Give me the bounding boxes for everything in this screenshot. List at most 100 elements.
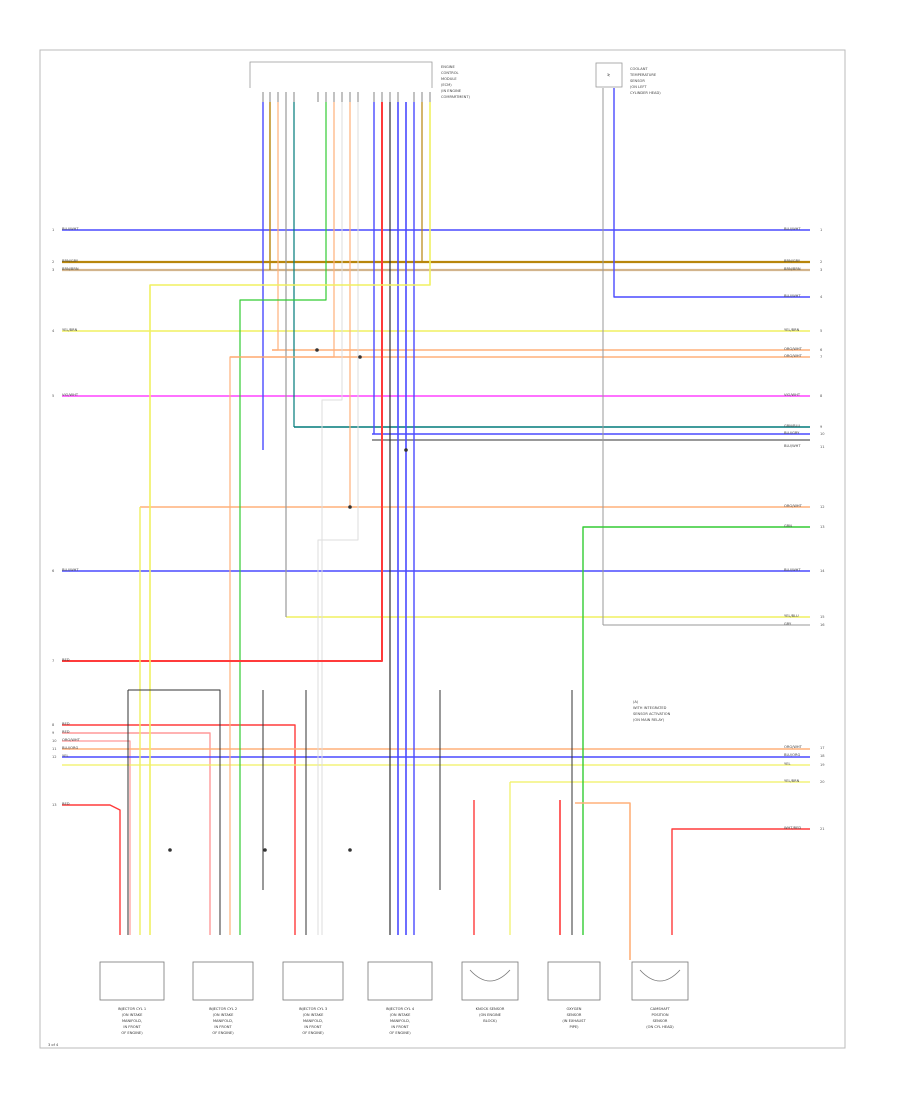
right-wire-number: 2: [820, 260, 822, 264]
component-label-line: OXYGEN: [567, 1007, 582, 1011]
component-label-line: OF ENGINE): [121, 1031, 143, 1035]
ecm-label-line: (IN ENGINE: [441, 89, 462, 93]
component-label-line: KNOCK SENSOR: [476, 1007, 505, 1011]
component-box: [99, 961, 165, 1001]
component-label-line: IN FRONT: [214, 1025, 232, 1029]
sensor-symbol: ≷: [607, 73, 610, 77]
component-label-line: BLOCK): [483, 1019, 497, 1023]
right-wire-number: 3: [820, 268, 822, 272]
right-wire-label: BLU/GRY: [784, 431, 800, 435]
right-wire-number: 13: [820, 525, 825, 529]
right-wire-number: 6: [820, 348, 823, 352]
splice-dot: [315, 348, 319, 352]
left-wire-label: BLU/WHT: [62, 227, 79, 231]
right-wire-label: BLU/ORG: [784, 753, 800, 757]
coolant-label-line: (ON LEFT: [630, 85, 647, 89]
right-wire-label: ORG/WHT: [784, 347, 803, 351]
splice-dot: [404, 448, 408, 452]
ecm-label-line: COMPARTMENT): [441, 95, 471, 99]
component-label-line: (ON INTAKE: [390, 1013, 412, 1017]
component-label-line: OF ENGINE): [389, 1031, 411, 1035]
ecm-label-line: (ECM): [441, 83, 452, 87]
component-box: [631, 961, 689, 1001]
right-wire-number: 21: [820, 827, 825, 831]
relay-note-line: SENSOR ACTIVATION: [633, 712, 671, 716]
coolant-label-line: TEMPERATURE: [629, 73, 657, 77]
left-wire-number: 9: [52, 731, 55, 735]
splice-dot: [168, 848, 172, 852]
page-corner-mark: 3 of 4: [48, 1043, 59, 1047]
left-wire-label: RED: [62, 802, 70, 806]
component-label-line: INJECTOR CYL 4: [386, 1007, 415, 1011]
cam-red: [671, 828, 810, 935]
grn-to-o2: [582, 526, 810, 935]
o2-orange: [575, 802, 631, 960]
right-wire-number: 12: [820, 505, 825, 509]
component-label-line: PIPE): [569, 1025, 579, 1029]
ecm-drop-green: [239, 102, 327, 935]
component-label-line: MANIFOLD,: [390, 1019, 410, 1023]
coolant-sensor-label: COOLANT TEMPERATURE SENSOR (ON LEFT CYLI…: [629, 67, 661, 95]
component-label-line: (ON ENGINE: [479, 1013, 502, 1017]
cts-drop-blue: [613, 88, 810, 298]
component-label-line: IN FRONT: [304, 1025, 322, 1029]
left-wire-number: 12: [52, 755, 57, 759]
ecm-drop-white: [321, 102, 343, 935]
left-wire-number: 8: [52, 723, 55, 727]
right-wire-number: 18: [820, 754, 825, 758]
component-label-line: MANIFOLD,: [213, 1019, 233, 1023]
right-wire-label: BLU/WHT: [784, 294, 801, 298]
component-label-line: MANIFOLD,: [303, 1019, 323, 1023]
component-label-line: POSITION: [651, 1013, 668, 1017]
component-label-line: INJECTOR CYL 1: [118, 1007, 146, 1011]
left-wire-label: YEL: [62, 754, 68, 758]
ecm-label: ENGINE CONTROL MODULE (ECM) (IN ENGINE C…: [441, 65, 471, 99]
left-wire-number: 4: [52, 329, 55, 333]
ecm-label-line: MODULE: [441, 77, 457, 81]
right-wire-label: ORG/WHT: [784, 504, 803, 508]
component-label-line: (ON CYL HEAD): [646, 1025, 674, 1029]
left-wire-number: 6: [52, 569, 55, 573]
coolant-sensor-box: [595, 62, 623, 88]
component-label-line: INJECTOR CYL 3: [299, 1007, 327, 1011]
left-wire-label: YEL/BRN: [62, 328, 78, 332]
left-wire-number: 1: [52, 228, 54, 232]
red-wire-d: [62, 804, 121, 935]
splice-dot: [348, 848, 352, 852]
component-label-line: (ON INTAKE: [213, 1013, 235, 1017]
left-wire-label: VIO/WHT: [62, 393, 79, 397]
left-wire-label: RED: [62, 730, 70, 734]
red-wire-c: [62, 740, 131, 935]
component-box: [547, 961, 601, 1001]
component-label-line: SENSOR: [567, 1013, 582, 1017]
component-box: [282, 961, 344, 1001]
right-wire-label: YEL/BLU: [784, 614, 799, 618]
splice-dot: [263, 848, 267, 852]
left-wire-number: 11: [52, 747, 57, 751]
component-label-line: OF ENGINE): [212, 1031, 234, 1035]
component-box: [192, 961, 254, 1001]
left-wire-number: 5: [52, 394, 54, 398]
component-label-line: (ON INTAKE: [122, 1013, 144, 1017]
right-wire-number: 17: [820, 746, 825, 750]
left-wire-label: BLU/WHT: [62, 568, 79, 572]
right-wire-label: YEL/BRN: [784, 779, 800, 783]
left-wire-label: RED: [62, 722, 70, 726]
wire-label-layer: BLU/WHT1BRN/GRY2BRN/BRN3YEL/BRN4VIO/WHT5…: [52, 227, 825, 1035]
splice-dot: [348, 505, 352, 509]
right-wire-label: YEL/BRN: [784, 328, 800, 332]
component-label-line: IN FRONT: [391, 1025, 409, 1029]
right-wire-label: BRN/GRY: [784, 259, 801, 263]
splice-dot: [358, 355, 362, 359]
relay-note-line: (A): [633, 700, 639, 704]
ecm-drop-orange-2: [229, 102, 335, 935]
coolant-label-line: COOLANT: [630, 67, 648, 71]
component-label-line: SENSOR: [653, 1019, 668, 1023]
ecm-label-line: ENGINE: [441, 65, 455, 69]
ecm-drop-white-2: [317, 102, 359, 935]
ecm-drop-orange: [272, 102, 279, 351]
relay-note: (A) WITH INTEGRATED SENSOR ACTIVATION (O…: [633, 700, 671, 722]
right-wire-label: BLU/WHT: [784, 568, 801, 572]
component-label-line: OF ENGINE): [302, 1031, 324, 1035]
right-wire-label: ORG/WHT: [784, 354, 803, 358]
